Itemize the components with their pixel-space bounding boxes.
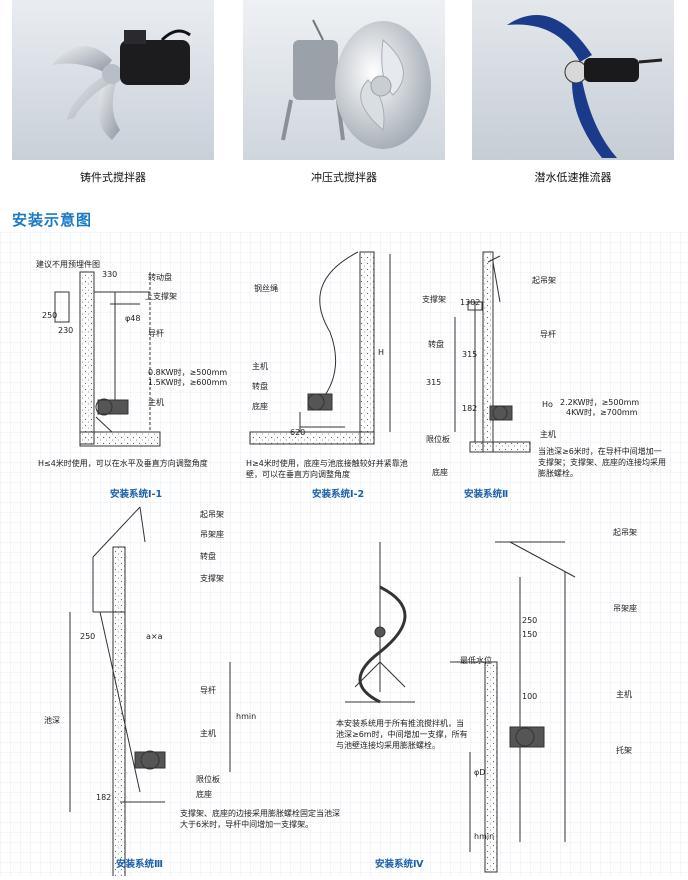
product-photo-cast-mixer — [12, 0, 214, 160]
sys2-label-1302: 1302 — [460, 298, 481, 307]
product-caption-2: 冲压式搅拌器 — [311, 171, 377, 184]
sys3-label-turntable: 转盘 — [200, 552, 216, 561]
sys2-label-limit-plate: 限位板 — [426, 435, 450, 444]
sys5-label-hmin: hmin — [474, 832, 495, 841]
sys3-label-support: 支撑架 — [200, 574, 224, 583]
sys3-label-pool-depth: 池深 — [44, 716, 60, 725]
sys2-note: 当池深≥6米时，在导杆中间增加一支撑架；支撑架、底座的连接均采用膨胀螺栓。 — [538, 447, 666, 478]
sys1-2-note: H≥4米时使用，底座与池底接触较好并紧靠池壁，可以在垂直方向调整角度 — [246, 459, 408, 479]
sys3-title: 安装系统Ⅲ — [116, 859, 163, 870]
sys4-title: 安装系统Ⅳ — [375, 859, 424, 870]
sys1-1-label-main-unit: 主机 — [148, 398, 164, 407]
product-caption-1: 铸件式搅拌器 — [80, 171, 146, 184]
sys2-label-support: 支撑架 — [422, 295, 446, 304]
sys5-label-lift-frame: 起吊架 — [613, 528, 637, 537]
sys3-label-250: 250 — [80, 632, 96, 641]
sys2-label-Ho: Ho — [542, 400, 553, 409]
sys5-label-150: 150 — [522, 630, 538, 639]
sys5-label-phiD: φD — [474, 768, 486, 777]
sys5-label-250: 250 — [522, 616, 538, 625]
sys2-title: 安装系统Ⅱ — [464, 489, 509, 500]
product-caption-3: 潜水低速推流器 — [534, 171, 612, 184]
sys3-label-guide-rod: 导杆 — [200, 686, 216, 695]
sys1-2-label-base: 底座 — [252, 402, 268, 411]
sys3-label-lift-frame: 起吊架 — [200, 510, 224, 519]
sys5-label-main-unit: 主机 — [616, 690, 632, 699]
sys5-label-100: 100 — [522, 692, 538, 701]
sys2-label-182: 182 — [462, 404, 478, 413]
sys5-label-lift-seat: 吊架座 — [613, 604, 637, 613]
sys1-1-label-330: 330 — [102, 270, 118, 279]
sys1-2-label-turntable: 转盘 — [252, 382, 268, 391]
sys1-1-label-turntable: 转动盘 — [148, 273, 172, 282]
sys1-2-label-620: 620 — [290, 428, 306, 437]
sys3-label-main-unit: 主机 — [200, 729, 216, 738]
sys1-1-label-guide-rod: 导杆 — [148, 329, 164, 338]
sys1-1-note: H≤4米时使用，可以在水平及垂直方向调整角度 — [38, 459, 208, 468]
sys2-label-base: 底座 — [432, 468, 448, 477]
sys2-label-22kw: 2.2KW时，≥500mm — [560, 398, 640, 407]
sys3-note: 支撑架、底座的边接采用膨胀螺栓固定当池深大于6米时，导杆中间增加一支撑架。 — [180, 809, 340, 829]
sys2-label-315a: 315 — [462, 350, 478, 359]
sys3-label-axa: a×a — [146, 632, 163, 641]
sys1-2-title: 安装系统Ⅰ-2 — [312, 489, 365, 500]
sys2-label-guide-rod: 导杆 — [540, 330, 556, 339]
product-photo-stamped-mixer — [243, 0, 445, 160]
sys3-label-limit-plate: 限位板 — [196, 775, 220, 784]
sys1-1-label-phi48: φ48 — [125, 314, 141, 323]
sys1-1-label-no-embed: 建议不用预埋件图 — [36, 260, 100, 269]
sys2-label-lift-frame: 起吊架 — [532, 276, 556, 285]
sys1-1-label-08kw: 0.8KW时，≥500mm — [148, 368, 228, 377]
sys3-label-182: 182 — [96, 793, 112, 802]
sys1-2-label-wire-rope: 钢丝绳 — [254, 284, 278, 293]
sys1-2-label-H: H — [378, 348, 385, 357]
sys3-label-base: 底座 — [196, 790, 212, 799]
sys1-1-label-250: 250 — [42, 311, 58, 320]
sys2-label-turntable: 转盘 — [428, 340, 444, 349]
sys1-2-label-main-unit: 主机 — [252, 362, 268, 371]
sys1-1-label-upper-support: 上支撑架 — [145, 292, 177, 301]
sys3-label-lift-seat: 吊架座 — [200, 530, 224, 539]
section-title: 安装示意图 — [12, 211, 93, 229]
sys2-label-main-unit: 主机 — [540, 430, 556, 439]
sys2-label-4kw: 4KW时，≥700mm — [566, 408, 638, 417]
installation-diagram-sheet: 建议不用预埋件图 330 转动盘 上支撑架 250 230 φ48 导杆 0.8… — [0, 232, 688, 878]
installation-drawings — [0, 232, 688, 878]
sys4-note: 本安装系统用于所有推流搅拌机，当池深≥6m时，中间增加一支撑，所有与池壁连接均采… — [336, 719, 468, 750]
sys2-label-315b: 315 — [426, 378, 442, 387]
sys1-1-label-230: 230 — [58, 326, 74, 335]
product-photo-flow-propeller — [472, 0, 674, 160]
sys1-1-label-15kw: 1.5KW时，≥600mm — [148, 378, 228, 387]
sys3-label-hmin: hmin — [236, 712, 257, 721]
sys5-label-bracket: 托架 — [616, 746, 632, 755]
sys1-1-title: 安装系统Ⅰ-1 — [110, 489, 163, 500]
sys5-label-min-water: 最低水位 — [460, 656, 492, 665]
